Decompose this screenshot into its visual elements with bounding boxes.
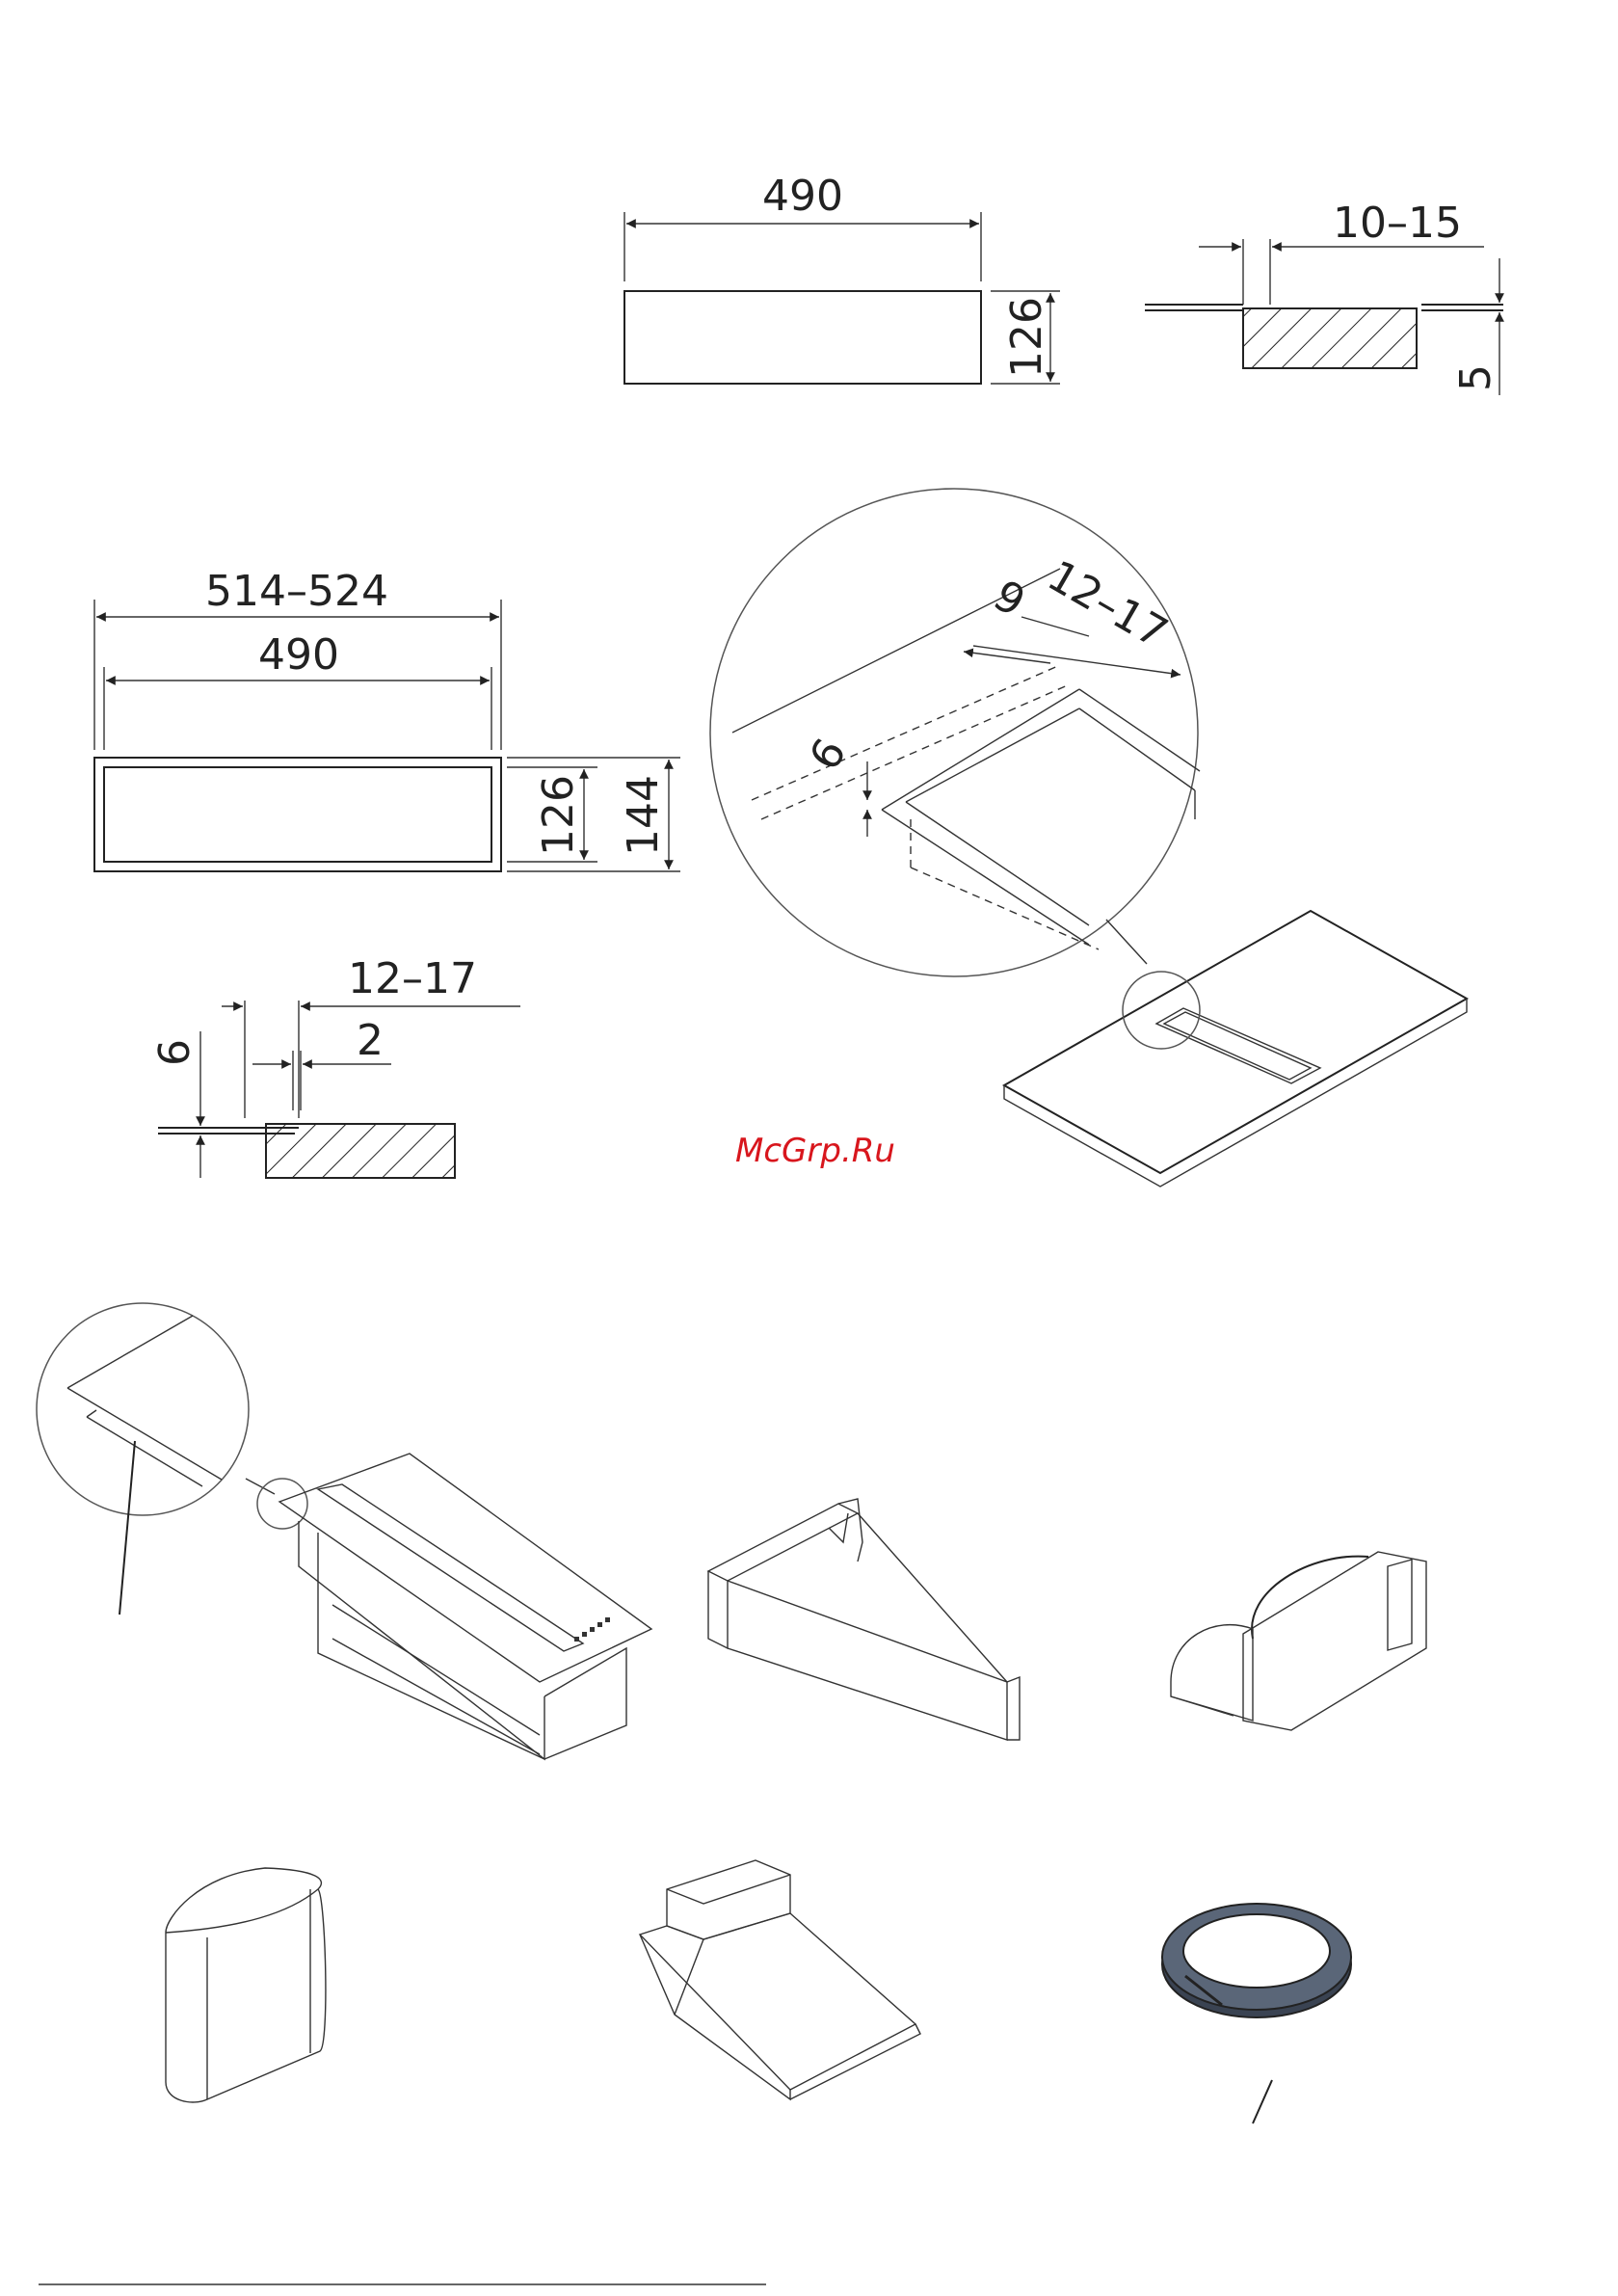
zoom-detail: 12–17 9 6: [710, 489, 1200, 976]
frame-inner-width-label: 490: [258, 630, 339, 680]
hood-adapter-drawing: [640, 1860, 920, 2099]
elbow-duct-drawing: [1171, 1552, 1426, 1730]
frame-outer-height-label: 144: [619, 775, 668, 856]
watermark-text: McGrp.Ru: [735, 1132, 895, 1170]
edge-top-depth-label: 5: [1451, 364, 1500, 391]
cutout-top-width-label: 490: [762, 172, 843, 221]
edge-detail-bottom: 12–17 2 6: [150, 954, 520, 1178]
countertop-drawing: [1004, 911, 1467, 1187]
cutout-top-height-label: 126: [1002, 297, 1051, 378]
edge-bottom-lip-label: 2: [357, 1016, 384, 1065]
edge-bottom-gap-label: 12–17: [348, 954, 477, 1003]
seal-tape-drawing: [1162, 1904, 1351, 2123]
cutout-top-drawing: 490 126: [624, 172, 1060, 384]
frame-inner-height-label: 126: [534, 775, 583, 856]
downdraft-hood-drawing: [37, 1303, 651, 1759]
straight-duct-drawing: [166, 1868, 326, 2102]
frame-outer-width-label: 514–524: [205, 567, 388, 616]
zoom-depth-label: 6: [800, 731, 856, 779]
edge-bottom-depth-label: 6: [150, 1039, 199, 1066]
edge-detail-top: 10–15 5: [1145, 199, 1503, 395]
cutout-frame-drawing: 514–524 490 126 144: [94, 567, 680, 871]
transition-duct-drawing: [708, 1499, 1020, 1740]
edge-top-gap-label: 10–15: [1333, 199, 1462, 248]
zoom-gap-label: 12–17: [1039, 551, 1176, 658]
